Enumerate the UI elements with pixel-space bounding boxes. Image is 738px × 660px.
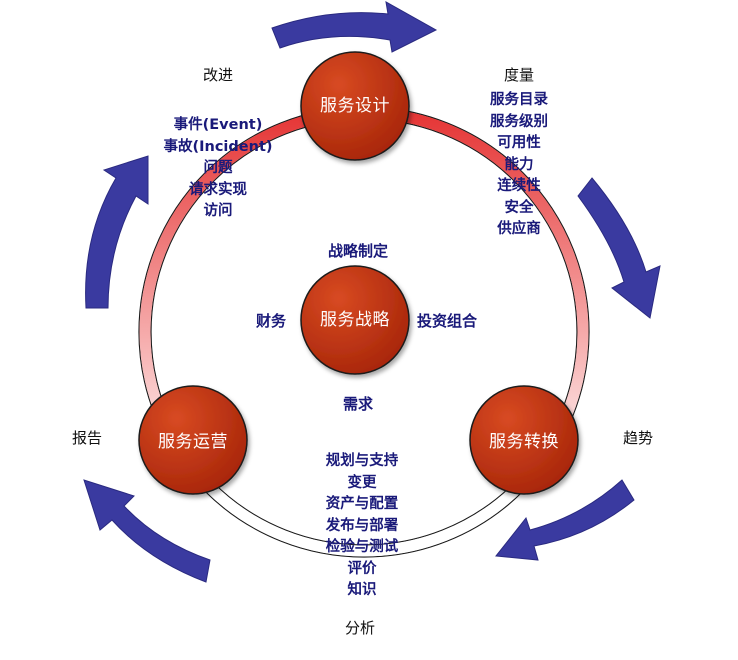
strategy-label-left: 财务 — [255, 312, 287, 330]
strategy-label-top: 战略制定 — [327, 242, 389, 260]
transition-item: 规划与支持 — [325, 453, 399, 469]
node-strategy-label: 服务战略 — [320, 310, 390, 330]
measure-item: 服务目录 — [490, 92, 548, 108]
measure-item: 可用性 — [497, 135, 541, 151]
arrow-bottom-right-icon — [495, 479, 635, 561]
transition-item: 检验与测试 — [325, 539, 399, 555]
label-analyze: 分析 — [344, 619, 376, 637]
measure-item: 安全 — [504, 199, 534, 216]
improve-item: 事故(Incident) — [163, 138, 273, 155]
transition-item: 知识 — [347, 582, 377, 598]
measure-item: 供应商 — [497, 221, 541, 237]
nodes — [138, 51, 579, 495]
improve-item: 访问 — [203, 203, 233, 219]
node-transition — [469, 385, 579, 495]
cycle-arrows — [83, 1, 661, 583]
node-transition-label: 服务转换 — [489, 432, 559, 452]
label-measure: 度量 — [503, 66, 535, 84]
transition-item: 资产与配置 — [325, 496, 399, 512]
node-operation-label: 服务运营 — [158, 432, 228, 452]
transition-item: 发布与部署 — [325, 517, 399, 534]
arrow-bottom-left-icon — [83, 479, 211, 583]
transition-item: 变更 — [347, 474, 377, 491]
node-design-label: 服务设计 — [320, 96, 390, 116]
transition-list: 规划与支持 变更 资产与配置 发布与部署 检验与测试 评价 知识 — [326, 451, 399, 602]
measure-item: 能力 — [504, 156, 534, 173]
strategy-label-right: 投资组合 — [416, 312, 478, 330]
label-improve: 改进 — [202, 66, 234, 84]
node-operation — [138, 385, 248, 495]
label-trend: 趋势 — [622, 429, 654, 447]
node-design — [300, 51, 410, 161]
improve-list: 事件(Event) 事故(Incident) 问题 请求实现 访问 — [163, 115, 272, 223]
measure-item: 服务级别 — [490, 113, 548, 130]
measure-list: 服务目录 服务级别 可用性 能力 连续性 安全 供应商 — [490, 90, 548, 241]
improve-item: 问题 — [203, 160, 233, 176]
strategy-label-bottom: 需求 — [342, 395, 374, 413]
arrow-right-icon — [577, 177, 661, 319]
improve-item: 事件(Event) — [173, 117, 263, 133]
measure-item: 连续性 — [497, 178, 541, 194]
transition-item: 评价 — [347, 560, 377, 577]
label-report: 报告 — [71, 429, 103, 447]
arrow-left-icon — [85, 155, 149, 309]
node-strategy — [300, 265, 410, 375]
arrow-top-icon — [271, 1, 438, 53]
improve-item: 请求实现 — [188, 181, 247, 198]
